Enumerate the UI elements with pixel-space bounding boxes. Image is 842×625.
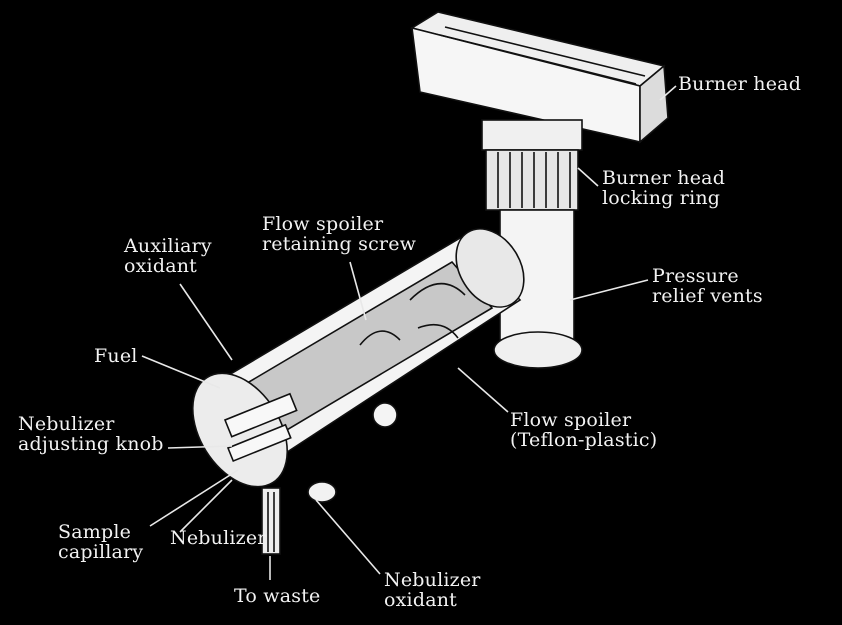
auxiliary-oxidant-label: Auxiliary oxidant	[124, 236, 212, 276]
nebulizer-oxidant-line-1: Nebulizer	[384, 569, 481, 591]
nebulizer-adjusting-knob-line-1: Nebulizer	[18, 413, 115, 435]
burner-head-locking-ring	[481, 119, 583, 369]
nebulizer-oxidant-label: Nebulizer oxidant	[384, 570, 481, 610]
nebulizer-oxidant-line-2: oxidant	[384, 589, 457, 611]
sample-capillary-label: Sample capillary	[58, 522, 143, 562]
burner-head-locking-ring-line-2: locking ring	[602, 187, 721, 209]
flow-spoiler-retaining-screw-line-1: Flow spoiler	[262, 213, 384, 235]
flow-spoiler-teflon-label: Flow spoiler (Teflon-plastic)	[510, 410, 657, 450]
burner-head-locking-ring-line-1: Burner head	[602, 167, 726, 189]
burner-head-label: Burner head	[678, 73, 802, 95]
flow-spoiler-teflon-line-2: (Teflon-plastic)	[510, 429, 658, 451]
auxiliary-oxidant-line-2: oxidant	[124, 255, 197, 277]
flow-spoiler-retaining-screw-label: Flow spoiler retaining screw	[262, 214, 416, 254]
sample-capillary-line-1: Sample	[58, 521, 132, 543]
to-waste-label: To waste	[234, 585, 321, 607]
sample-capillary-line-2: capillary	[58, 541, 144, 563]
fuel-label: Fuel	[94, 345, 138, 367]
nebulizer-adjusting-knob-line-2: adjusting knob	[18, 433, 164, 455]
pressure-relief-vents-line-2: relief vents	[652, 285, 763, 307]
flow-spoiler-retaining-screw-line-2: retaining screw	[262, 233, 417, 255]
nebulizer-adjusting-knob-label: Nebulizer adjusting knob	[18, 414, 164, 454]
flow-spoiler-teflon-line-1: Flow spoiler	[510, 409, 632, 431]
pressure-relief-vents-line-1: Pressure	[652, 265, 739, 287]
nebulizer-label: Nebulizer	[170, 527, 267, 549]
pressure-relief-vents-label: Pressure relief vents	[652, 266, 763, 306]
nebulizer-assembly	[191, 372, 337, 555]
burner-head-locking-ring-label: Burner head locking ring	[602, 168, 725, 208]
auxiliary-oxidant-line-1: Auxiliary	[124, 235, 212, 257]
burner-head	[409, 11, 669, 144]
leader-lines	[141, 85, 677, 580]
